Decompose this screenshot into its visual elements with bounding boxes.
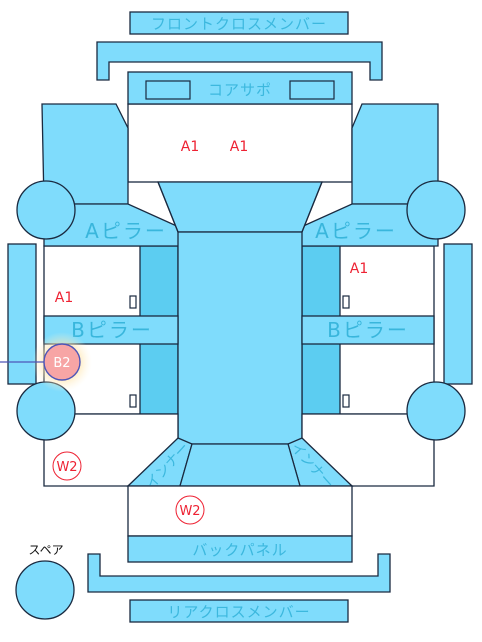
b-pillar-right[interactable]: Bピラー: [301, 315, 435, 345]
damage-marker[interactable]: A1: [230, 139, 248, 155]
door-handle-front-left: [129, 295, 137, 309]
wheel-front-right[interactable]: [406, 180, 466, 240]
engine-bay-area: [127, 103, 353, 183]
damage-marker-circle[interactable]: W2: [52, 451, 82, 481]
front-cross-member-label: フロントクロスメンバー: [151, 15, 327, 33]
back-panel-label: バックパネル: [192, 541, 287, 559]
trunk-lid[interactable]: [179, 443, 301, 487]
front-cross-member[interactable]: フロントクロスメンバー: [129, 11, 349, 35]
back-panel[interactable]: バックパネル: [127, 535, 353, 563]
door-handle-rear-left: [129, 394, 137, 408]
door-handle-front-right: [342, 295, 350, 309]
a-pillar-right-label: Aピラー: [315, 219, 397, 243]
damage-marker-circle-label: W2: [179, 504, 200, 519]
damage-marker-circle[interactable]: W2: [175, 495, 205, 525]
damage-marker-circle-label: W2: [56, 460, 77, 475]
wheel-front-left[interactable]: [16, 180, 76, 240]
door-handle-rear-right: [342, 394, 350, 408]
rear-cross-member[interactable]: リアクロスメンバー: [129, 599, 349, 623]
core-support[interactable]: コアサポ: [127, 71, 353, 105]
b-pillar-left[interactable]: Bピラー: [43, 315, 179, 345]
b-pillar-left-label: Bピラー: [71, 318, 153, 342]
core-support-label: コアサポ: [208, 81, 272, 99]
rocker-panel-left[interactable]: [7, 243, 37, 385]
selected-damage-marker[interactable]: B2: [0, 332, 92, 392]
rocker-panel-right[interactable]: [443, 243, 473, 385]
trunk-floor: [127, 485, 353, 537]
spare-label: スペア: [28, 543, 63, 557]
roof[interactable]: [157, 181, 323, 445]
b-pillar-right-label: Bピラー: [327, 318, 409, 342]
rear-cross-member-label: リアクロスメンバー: [167, 603, 310, 621]
damage-marker[interactable]: A1: [55, 290, 73, 306]
front-bumper[interactable]: [96, 41, 383, 81]
damage-marker[interactable]: A1: [350, 261, 368, 277]
rear-bumper[interactable]: [87, 553, 391, 593]
spare-tire[interactable]: [15, 560, 75, 620]
wheel-rear-right[interactable]: [406, 381, 466, 441]
damage-marker[interactable]: A1: [181, 139, 199, 155]
a-pillar-left-label: Aピラー: [85, 219, 167, 243]
selected-damage-marker-label: B2: [53, 356, 70, 371]
